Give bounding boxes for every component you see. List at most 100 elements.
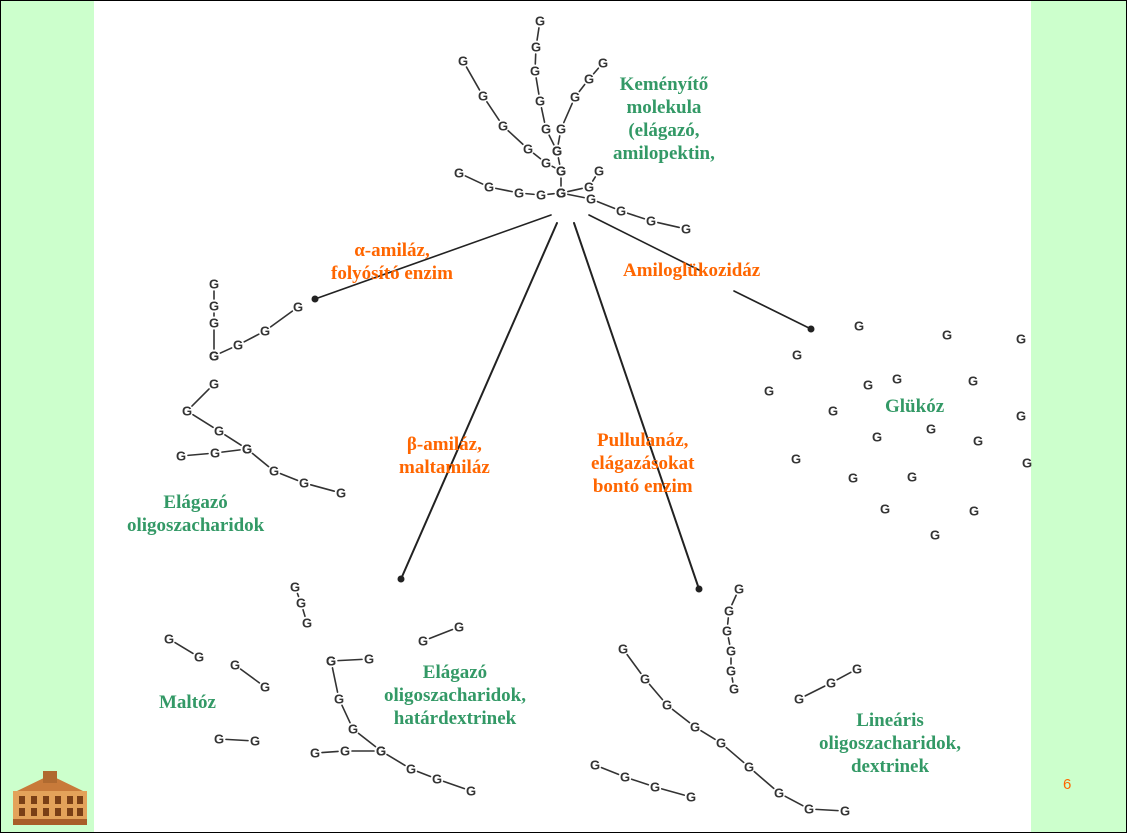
glycosidic-bond (495, 187, 513, 193)
glucose-unit: G (514, 186, 524, 201)
glucose-unit: G (296, 596, 306, 611)
glycosidic-bond (557, 157, 561, 165)
glucose-unit: G (454, 620, 464, 635)
glucose-unit: G (662, 698, 672, 713)
glucose-unit: G (552, 144, 562, 159)
glycosidic-bond (442, 780, 466, 790)
glycosidic-bond (671, 708, 691, 724)
glucose-unit: G (620, 770, 630, 785)
glucose-unit: G (484, 180, 494, 195)
pullulanase-arrow-dot (695, 585, 703, 593)
glycosidic-bond (648, 683, 664, 701)
glucose-unit: G (466, 784, 476, 799)
glucose-unit: G (326, 654, 336, 669)
glucose-unit: G (724, 604, 734, 619)
glycosidic-bond (192, 413, 214, 429)
glucose-unit: G (892, 372, 902, 387)
glucose-unit: G (209, 299, 219, 314)
glucose-unit: G (348, 722, 358, 737)
glucose-unit: G (872, 430, 882, 445)
glycosidic-bond (337, 658, 363, 662)
glycosidic-bond (251, 452, 270, 468)
glycosidic-bond (727, 637, 731, 645)
glucose-unit: G (828, 404, 838, 419)
right-green-band (1031, 1, 1126, 832)
glucose-unit: G (418, 634, 428, 649)
glucose-unit: G (260, 680, 270, 695)
glucose-unit: G (210, 446, 220, 461)
glycosidic-bond (600, 766, 620, 776)
glucose-unit: G (556, 164, 566, 179)
glycosidic-bond (578, 83, 586, 93)
glucose-unit: G (792, 348, 802, 363)
glucose-unit: G (536, 188, 546, 203)
glycosidic-bond (557, 135, 561, 145)
glucose-unit: G (376, 744, 386, 759)
glucose-unit: G (880, 502, 890, 517)
glycosidic-bond (464, 175, 484, 185)
glycosidic-bond (535, 77, 540, 95)
glycosidic-bond (563, 102, 573, 124)
glucose-unit: G (209, 277, 219, 292)
glycosidic-bond (548, 134, 555, 146)
glycosidic-bond (465, 66, 481, 91)
glycosidic-bond (525, 192, 535, 196)
glucose-unit: G (531, 40, 541, 55)
page-number: 6 (1063, 776, 1072, 793)
glycosidic-bond (784, 795, 804, 807)
glycosidic-bond (357, 732, 377, 748)
glucose-unit: G (791, 452, 801, 467)
maltose-label: Maltóz (159, 692, 216, 713)
glucose-unit: G (942, 328, 952, 343)
glycosidic-bond (221, 449, 241, 453)
amyloglucosidase-label: Amiloglükozidáz (623, 260, 761, 281)
glucose-unit: G (164, 632, 174, 647)
left-green-band (1, 1, 94, 832)
glucose-unit: G (242, 442, 252, 457)
glycosidic-bond (296, 592, 300, 598)
glycosidic-bond (660, 788, 686, 796)
glucose-unit: G (968, 374, 978, 389)
glucose-unit: G (233, 338, 243, 353)
glucose-unit: G (293, 300, 303, 315)
glycosidic-bond (731, 677, 734, 683)
glycosidic-bond (836, 671, 852, 681)
university-building-logo-icon (7, 771, 93, 829)
glycosidic-bond (428, 628, 454, 640)
glucose-unit: G (334, 692, 344, 707)
glycosidic-bond (239, 668, 261, 684)
glucose-unit: G (584, 180, 594, 195)
glucose-unit: G (556, 122, 566, 137)
glucose-unit: G (458, 54, 468, 69)
glycosidic-bond (321, 750, 339, 754)
glucose-unit: G (302, 616, 312, 631)
glucose-unit: G (269, 464, 279, 479)
glucose-unit: G (535, 14, 545, 29)
limit-dextrins-label: Elágazó oligoszacharidok, határdextrinek (384, 662, 526, 729)
glucose-unit: G (1022, 456, 1032, 471)
glucose-unit: G (478, 89, 488, 104)
glucose-unit: G (729, 682, 739, 697)
glucose-unit: G (556, 186, 566, 201)
glucose-unit: G (854, 319, 864, 334)
branched-oligosaccharides-label: Elágazó oligoszacharidok (127, 492, 265, 536)
glycosidic-bond (567, 193, 585, 199)
glucose-unit: G (764, 384, 774, 399)
glucose-unit: G (722, 624, 732, 639)
glucose-unit: G (584, 72, 594, 87)
glucose-unit: G (530, 64, 540, 79)
glucose-unit: G (726, 644, 736, 659)
glucose-unit: G (230, 658, 240, 673)
glycosidic-bond (302, 608, 306, 618)
glucose-unit: G (586, 192, 596, 207)
alpha-amylase-arrow-dot (311, 295, 319, 303)
glycosidic-bond (269, 310, 294, 328)
alpha-amylase-label: α-amiláz, folyósító enzim (331, 240, 453, 284)
beta-amylase-label: β-amiláz, maltamiláz (399, 434, 490, 478)
glycosidic-bond (243, 333, 260, 343)
glycosidic-bond (341, 704, 351, 724)
glucose-unit: G (744, 760, 754, 775)
glycosidic-bond (331, 667, 339, 693)
